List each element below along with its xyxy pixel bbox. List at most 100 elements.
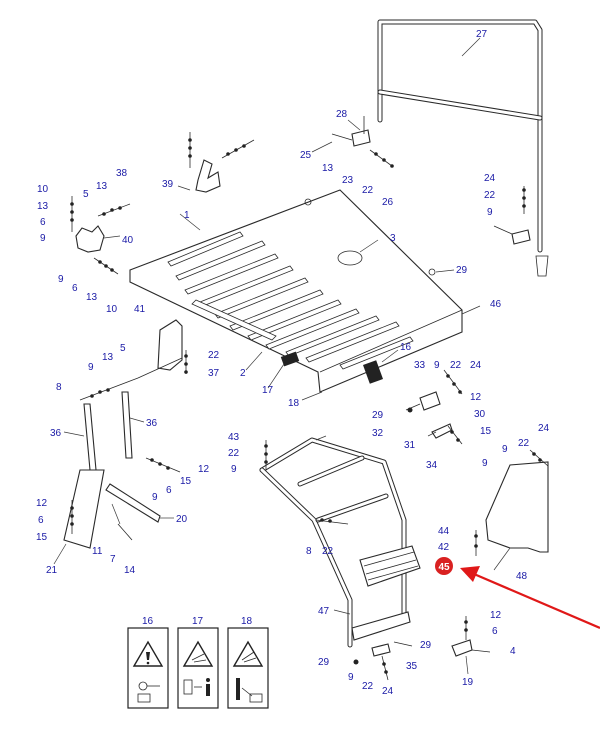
callout-22: 22	[484, 190, 496, 201]
callout-8: 8	[56, 382, 62, 393]
callout-12: 12	[490, 610, 502, 621]
callout-9: 9	[231, 464, 237, 475]
callout-15: 15	[36, 532, 48, 543]
callout-5: 5	[83, 189, 89, 200]
callout-9: 9	[434, 360, 440, 371]
callout-9: 9	[348, 672, 354, 683]
callout-9: 9	[40, 233, 46, 244]
roof-slots	[167, 231, 414, 370]
latch-parts	[351, 129, 531, 657]
warning-decals	[127, 627, 269, 709]
callout-13: 13	[322, 163, 334, 174]
decal-17	[177, 627, 219, 709]
callout-6: 6	[40, 217, 46, 228]
callout-27: 27	[476, 29, 488, 40]
highlight-label: 45	[438, 562, 450, 573]
callout-18: 18	[288, 398, 300, 409]
callout-6: 6	[492, 626, 498, 637]
callout-1: 1	[184, 210, 190, 221]
callout-22: 22	[208, 350, 220, 361]
pointer-arrow	[473, 572, 600, 630]
callout-7: 7	[110, 554, 116, 565]
callout-labels: 27 28 25 13 23 22 26 24 22 9 39 10 13 6 …	[36, 29, 550, 697]
callout-8: 8	[306, 546, 312, 557]
callout-29: 29	[372, 410, 384, 421]
callout-39: 39	[162, 179, 174, 190]
callout-9: 9	[502, 444, 508, 455]
callout-19: 19	[462, 677, 474, 688]
callout-24: 24	[382, 686, 394, 697]
callout-29: 29	[456, 265, 468, 276]
callout-22: 22	[322, 546, 334, 557]
callout-16: 16	[400, 342, 412, 353]
side-panel	[485, 461, 549, 553]
callout-12: 12	[36, 498, 48, 509]
callout-31: 31	[404, 440, 416, 451]
callout-4: 4	[510, 646, 516, 657]
highlight-45: 45	[435, 557, 600, 630]
decal-18	[227, 627, 269, 709]
callout-9: 9	[152, 492, 158, 503]
callout-15: 15	[480, 426, 492, 437]
step-ladder	[259, 437, 421, 648]
callout-6: 6	[72, 283, 78, 294]
callout-40: 40	[122, 235, 134, 246]
callout-33: 33	[414, 360, 426, 371]
callout-43: 43	[228, 432, 240, 443]
callout-44: 44	[438, 526, 450, 537]
callout-16: 16	[142, 616, 154, 627]
callout-32: 32	[372, 428, 384, 439]
callout-48: 48	[516, 571, 528, 582]
highlight-badge	[435, 557, 453, 575]
callout-22: 22	[362, 185, 374, 196]
callout-10: 10	[37, 184, 49, 195]
callout-29: 29	[318, 657, 330, 668]
bracket-41	[157, 319, 183, 371]
callout-30: 30	[474, 409, 486, 420]
callout-24: 24	[484, 173, 496, 184]
hinge-bracket-39	[195, 159, 221, 193]
gas-struts	[83, 391, 133, 471]
callout-26: 26	[382, 197, 394, 208]
callout-46: 46	[490, 299, 502, 310]
callout-22: 22	[362, 681, 374, 692]
callout-36: 36	[50, 428, 62, 439]
callout-18: 18	[241, 616, 253, 627]
callout-14: 14	[124, 565, 136, 576]
callout-2: 2	[240, 368, 246, 379]
callout-13: 13	[37, 201, 49, 212]
callout-10: 10	[106, 304, 118, 315]
callout-15: 15	[180, 476, 192, 487]
callout-22: 22	[228, 448, 240, 459]
callout-11: 11	[92, 546, 103, 557]
callout-13: 13	[86, 292, 98, 303]
callout-24: 24	[538, 423, 550, 434]
callout-41: 41	[134, 304, 146, 315]
callout-28: 28	[336, 109, 348, 120]
callout-22: 22	[518, 438, 530, 449]
callout-20: 20	[176, 514, 188, 525]
callout-13: 13	[102, 352, 114, 363]
callout-9: 9	[487, 207, 493, 218]
callout-13: 13	[96, 181, 108, 192]
callout-12: 12	[470, 392, 482, 403]
callout-17: 17	[192, 616, 204, 627]
callout-38: 38	[116, 168, 128, 179]
support-bracket-21	[63, 469, 105, 549]
callout-42: 42	[438, 542, 450, 553]
callout-21: 21	[46, 565, 58, 576]
hardware-strings	[70, 116, 549, 681]
callout-23: 23	[342, 175, 354, 186]
leader-lines	[53, 37, 511, 675]
hinge-bracket-40	[75, 225, 105, 253]
roof-panel	[129, 189, 463, 393]
callout-37: 37	[208, 368, 220, 379]
callout-3: 3	[390, 233, 396, 244]
handrail	[377, 19, 549, 277]
callout-5: 5	[120, 343, 126, 354]
decal-16	[127, 627, 169, 709]
callout-9: 9	[482, 458, 488, 469]
callout-34: 34	[426, 460, 438, 471]
callout-35: 35	[406, 661, 418, 672]
